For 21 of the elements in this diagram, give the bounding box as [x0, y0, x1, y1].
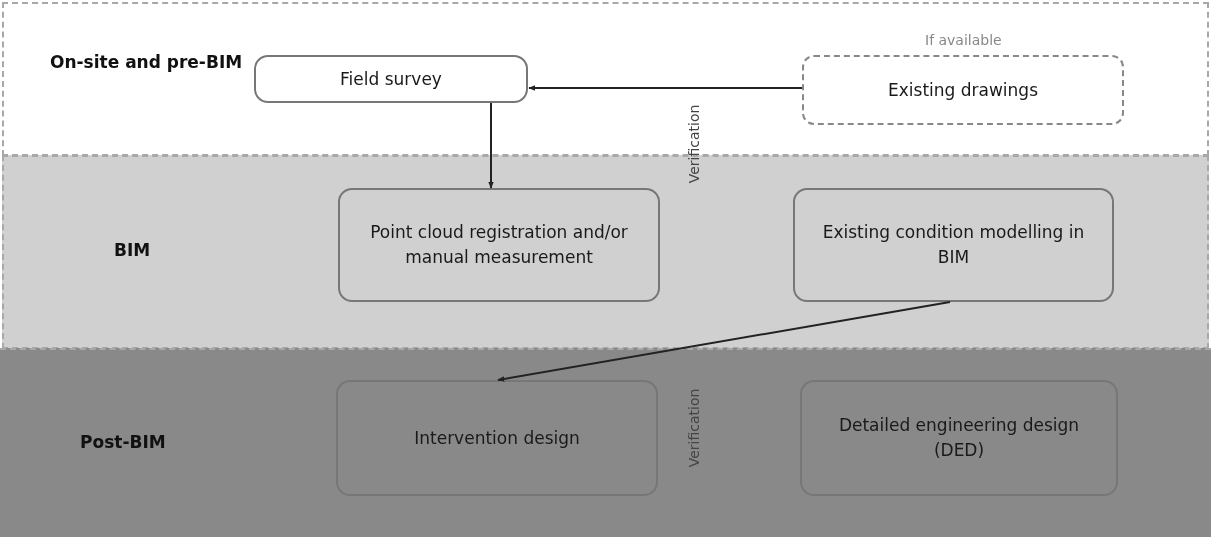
swimlane-band	[0, 348, 1211, 537]
box-label: Intervention design	[414, 426, 580, 450]
process-box	[338, 188, 660, 302]
note-text: If available	[925, 32, 1002, 48]
rotated-label: Verification	[686, 388, 703, 468]
process-box	[802, 55, 1124, 125]
lane-title: On-site and pre-BIM	[50, 52, 243, 72]
box-label: Point cloud registration and/or manual measurement	[369, 221, 629, 269]
rotated-label: Verification	[686, 104, 703, 184]
box-label: Existing condition modelling in BIM	[821, 221, 1086, 269]
process-box	[793, 188, 1114, 302]
process-box	[336, 380, 658, 496]
arrow	[497, 301, 951, 382]
box-label: Detailed engineering design (DED)	[837, 414, 1081, 462]
arrow	[528, 85, 803, 91]
arrow	[488, 102, 494, 189]
lane-title: BIM	[114, 240, 151, 260]
lane-title: Post-BIM	[80, 432, 166, 452]
process-box	[254, 55, 528, 103]
box-label: Existing drawings	[888, 78, 1038, 102]
box-label: Field survey	[340, 67, 442, 91]
